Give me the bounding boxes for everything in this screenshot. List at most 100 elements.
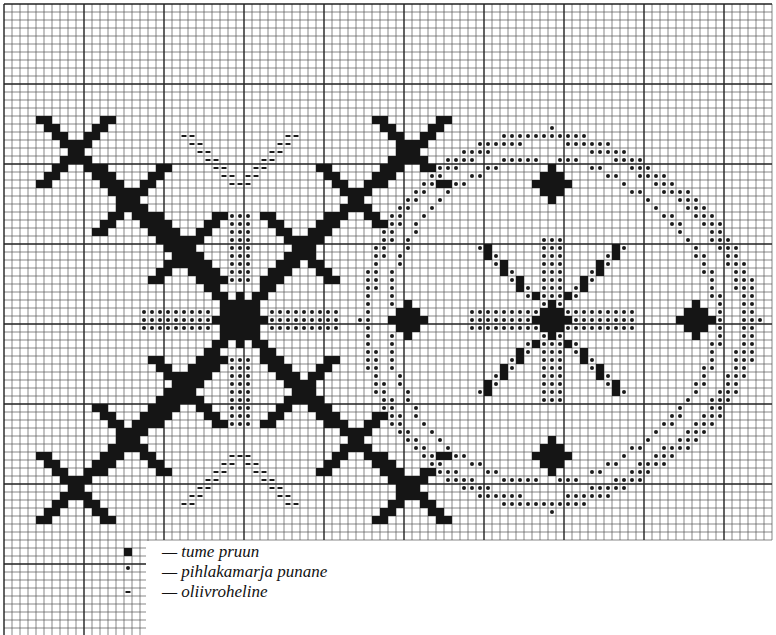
dark-stitch (556, 180, 564, 188)
dark-stitch (596, 372, 604, 380)
dark-stitch (372, 212, 380, 220)
dark-stitch (196, 260, 204, 268)
dot-stitch (406, 438, 410, 442)
dot-stitch (246, 390, 250, 394)
dark-stitch (100, 164, 108, 172)
dot-stitch (494, 262, 498, 266)
dark-stitch (236, 332, 244, 340)
dark-stitch (188, 372, 196, 380)
dash-stitch (262, 479, 267, 481)
dot-stitch (686, 398, 690, 402)
dot-stitch (478, 326, 482, 330)
dot-stitch (238, 390, 242, 394)
dot-stitch (734, 262, 738, 266)
dark-stitch (204, 260, 212, 268)
dark-stitch (348, 428, 356, 436)
dot-stitch (542, 134, 546, 138)
dot-stitch (238, 422, 242, 426)
dot-stitch (510, 310, 514, 314)
dark-stitch (324, 468, 332, 476)
dark-stitch (164, 372, 172, 380)
dark-stitch (292, 380, 300, 388)
dot-stitch (542, 398, 546, 402)
dot-stitch (246, 358, 250, 362)
dark-stitch (364, 444, 372, 452)
dot-stitch (502, 134, 506, 138)
dark-stitch (284, 268, 292, 276)
dot-stitch (646, 198, 650, 202)
dark-stitch (260, 284, 268, 292)
dot-stitch (750, 294, 754, 298)
dark-stitch (412, 476, 420, 484)
dot-stitch (750, 286, 754, 290)
dark-stitch (700, 324, 708, 332)
dot-stitch (558, 478, 562, 482)
dot-stitch (414, 198, 418, 202)
dark-stitch (348, 436, 356, 444)
dot-stitch (382, 406, 386, 410)
dark-stitch (556, 452, 564, 460)
dot-stitch (566, 502, 570, 506)
dark-stitch (100, 404, 108, 412)
dark-stitch (564, 180, 572, 188)
dark-stitch (204, 412, 212, 420)
dot-stitch (598, 494, 602, 498)
dark-stitch (556, 308, 564, 316)
dark-stitch (532, 292, 540, 300)
dark-stitch (420, 132, 428, 140)
dark-stitch (108, 516, 116, 524)
dot-stitch (470, 462, 474, 466)
dot-stitch (390, 406, 394, 410)
dot-stitch (710, 406, 714, 410)
dot-stitch (302, 310, 306, 314)
dark-stitch (540, 308, 548, 316)
dark-stitch (148, 172, 156, 180)
dot-stitch (742, 374, 746, 378)
dark-stitch (100, 172, 108, 180)
dark-stitch (292, 396, 300, 404)
dark-stitch (180, 236, 188, 244)
dot-stitch (382, 390, 386, 394)
dot-stitch (238, 414, 242, 418)
dark-stitch (340, 180, 348, 188)
dark-stitch (212, 356, 220, 364)
dot-stitch (606, 318, 610, 322)
dark-stitch (340, 420, 348, 428)
dark-stitch (396, 468, 404, 476)
dark-stitch (388, 172, 396, 180)
dot-stitch (246, 382, 250, 386)
dot-stitch (718, 406, 722, 410)
dark-stitch (100, 452, 108, 460)
dark-stitch (268, 348, 276, 356)
dash-stitch (206, 159, 211, 161)
dash-stitch (278, 143, 283, 145)
dark-stitch (268, 412, 276, 420)
dot-stitch (278, 310, 282, 314)
dark-stitch (412, 148, 420, 156)
dot-stitch (710, 422, 714, 426)
dot-stitch (310, 310, 314, 314)
dash-stitch (246, 175, 251, 177)
dot-stitch (558, 238, 562, 242)
dot-stitch (454, 454, 458, 458)
dot-stitch (414, 230, 418, 234)
dark-stitch (260, 212, 268, 220)
dot-stitch (606, 262, 610, 266)
dot-stitch (550, 358, 554, 362)
dot-stitch (654, 462, 658, 466)
dot-stitch (550, 134, 554, 138)
dark-stitch (164, 268, 172, 276)
dark-stitch (196, 372, 204, 380)
dark-stitch (132, 212, 140, 220)
dark-stitch (60, 468, 68, 476)
dot-stitch (486, 494, 490, 498)
dark-stitch (324, 268, 332, 276)
dot-stitch (526, 294, 530, 298)
dark-stitch (76, 140, 84, 148)
dark-stitch (148, 212, 156, 220)
dark-stitch (156, 356, 164, 364)
dark-stitch (124, 436, 132, 444)
dark-stitch (548, 196, 556, 204)
dot-stitch (334, 318, 338, 322)
dot-stitch (694, 382, 698, 386)
